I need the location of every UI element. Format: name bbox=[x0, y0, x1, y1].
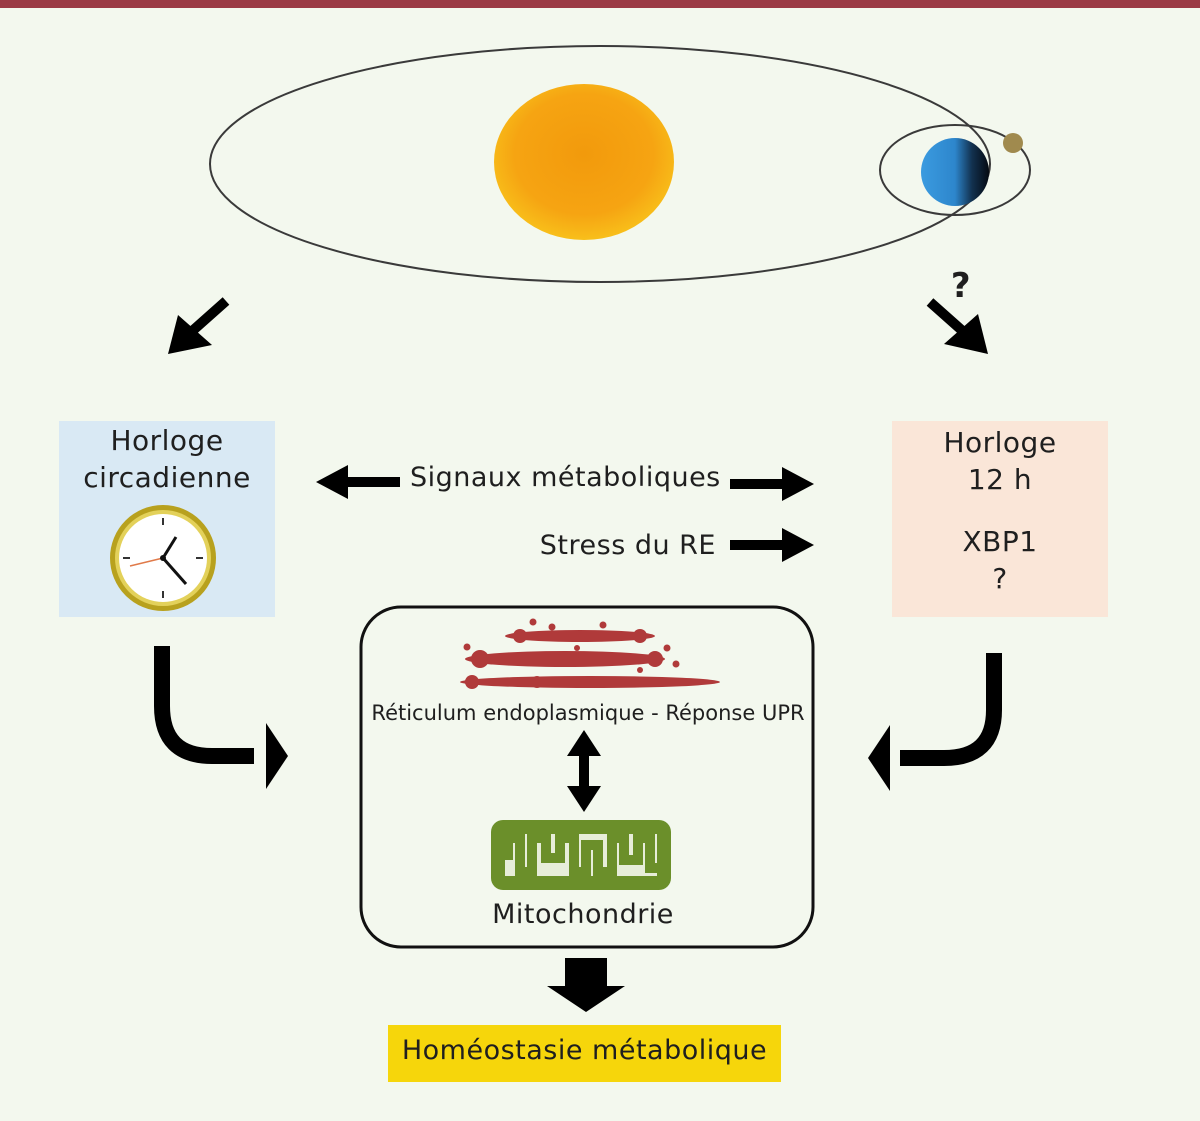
arrow-to-output bbox=[547, 958, 625, 1012]
metabolic-signals-label: Signaux métaboliques bbox=[410, 462, 721, 493]
twelve-h-label-2: 12 h bbox=[967, 463, 1033, 496]
clock-icon bbox=[110, 505, 216, 611]
sun-orbit bbox=[209, 45, 991, 283]
top-bar bbox=[0, 0, 1200, 8]
moon-orbit bbox=[879, 124, 1031, 216]
arrow-right-signals bbox=[730, 467, 814, 501]
double-arrow bbox=[567, 730, 601, 812]
moon-icon bbox=[1003, 133, 1023, 153]
output-label: Homéostasie métabolique bbox=[401, 1035, 768, 1066]
twelve-h-label-3: XBP1 bbox=[962, 525, 1038, 558]
arrow-to-12h bbox=[926, 298, 988, 354]
mito-label: Mitochondrie bbox=[492, 899, 674, 930]
arrow-left-signals bbox=[316, 465, 400, 499]
arrow-12h-to-box bbox=[868, 653, 1002, 791]
er-label: Réticulum endoplasmique - Réponse UPR bbox=[371, 701, 805, 725]
arrow-circadian-to-box bbox=[154, 646, 288, 789]
twelve-h-box bbox=[892, 421, 1108, 617]
sun-icon bbox=[494, 84, 674, 240]
er-icon bbox=[460, 618, 720, 689]
circadian-label-2: circadienne bbox=[83, 461, 251, 494]
question-mark: ? bbox=[950, 266, 972, 306]
organelle-box bbox=[359, 605, 815, 949]
arrow-to-circadian bbox=[168, 297, 230, 354]
earth-icon bbox=[921, 138, 989, 206]
circadian-label-1: Horloge bbox=[110, 424, 224, 457]
output-box bbox=[388, 1025, 781, 1082]
twelve-h-label-4: ? bbox=[992, 562, 1008, 595]
mitochondria-icon bbox=[491, 820, 671, 890]
arrow-right-stress bbox=[730, 528, 814, 562]
er-stress-label: Stress du RE bbox=[539, 530, 716, 561]
twelve-h-label-1: Horloge bbox=[943, 426, 1057, 459]
